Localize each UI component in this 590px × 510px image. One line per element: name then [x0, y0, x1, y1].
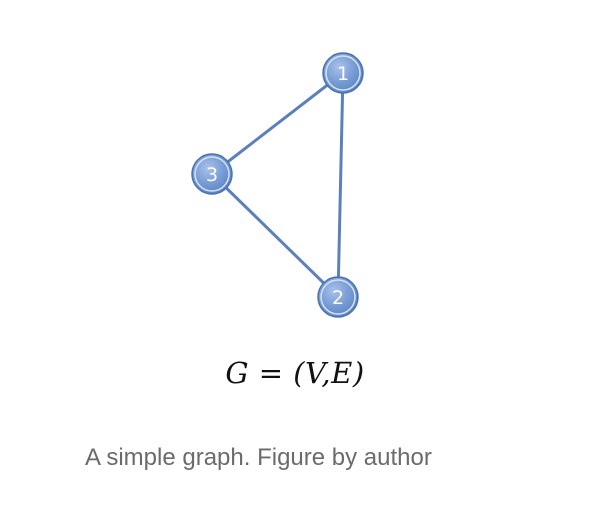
node-ring — [194, 156, 230, 192]
node-circle — [322, 52, 364, 94]
node-circle — [191, 153, 233, 195]
node-ring — [325, 55, 361, 91]
node-1: 1 — [322, 52, 364, 94]
node-circle — [317, 276, 359, 318]
node-ring — [320, 279, 356, 315]
graph-diagram: 1 2 3 — [191, 52, 364, 318]
graph-formula: G = (V,E) — [225, 356, 365, 390]
node-label: 1 — [337, 63, 349, 85]
edge-3-2 — [210, 172, 340, 299]
node-2: 2 — [317, 276, 359, 318]
node-label: 2 — [332, 287, 344, 309]
node-label: 3 — [206, 164, 218, 186]
node-3: 3 — [191, 153, 233, 195]
edge-1-2 — [336, 71, 345, 299]
edge-1-3 — [210, 71, 345, 176]
figure-caption: A simple graph. Figure by author — [85, 444, 432, 471]
